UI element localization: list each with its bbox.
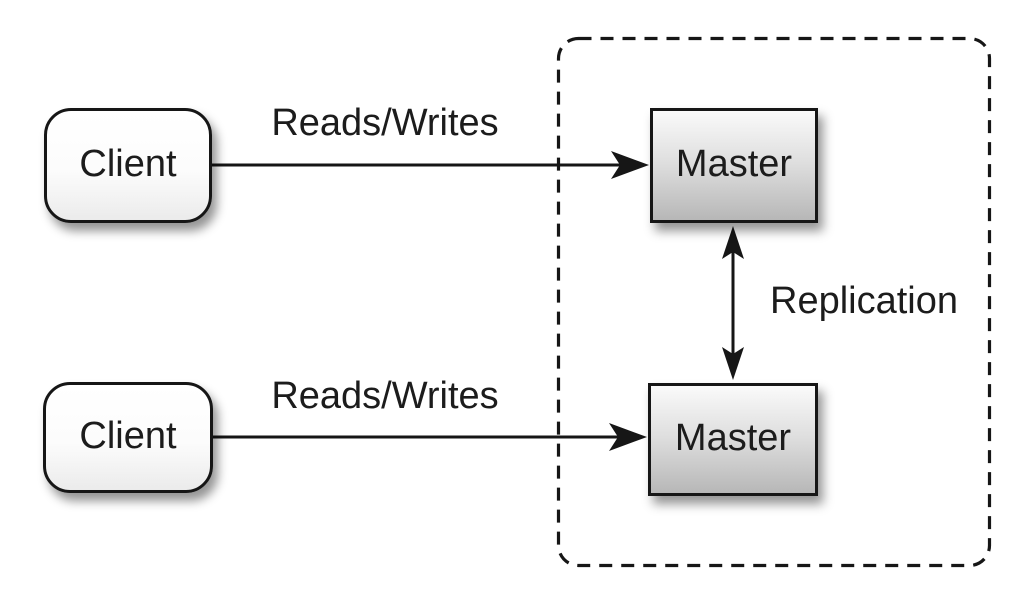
edge-label-reads-writes-top: Reads/Writes (271, 102, 499, 144)
client-node-top: Client (44, 108, 212, 223)
edge-label-reads-writes-bottom: Reads/Writes (271, 375, 499, 417)
arrow-reads-writes-top (212, 151, 649, 179)
client-node-bottom-label: Client (79, 414, 177, 457)
replication-group-boundary (556, 36, 992, 568)
client-node-bottom: Client (43, 382, 213, 493)
master-node-top: Master (650, 108, 818, 223)
master-node-bottom-label: Master (674, 416, 792, 459)
master-node-top-label: Master (675, 142, 793, 185)
arrow-replication (722, 226, 744, 380)
master-node-bottom: Master (648, 383, 818, 496)
arrow-reads-writes-bottom (213, 423, 647, 451)
edge-label-replication: Replication (770, 280, 958, 322)
client-node-top-label: Client (79, 142, 177, 185)
